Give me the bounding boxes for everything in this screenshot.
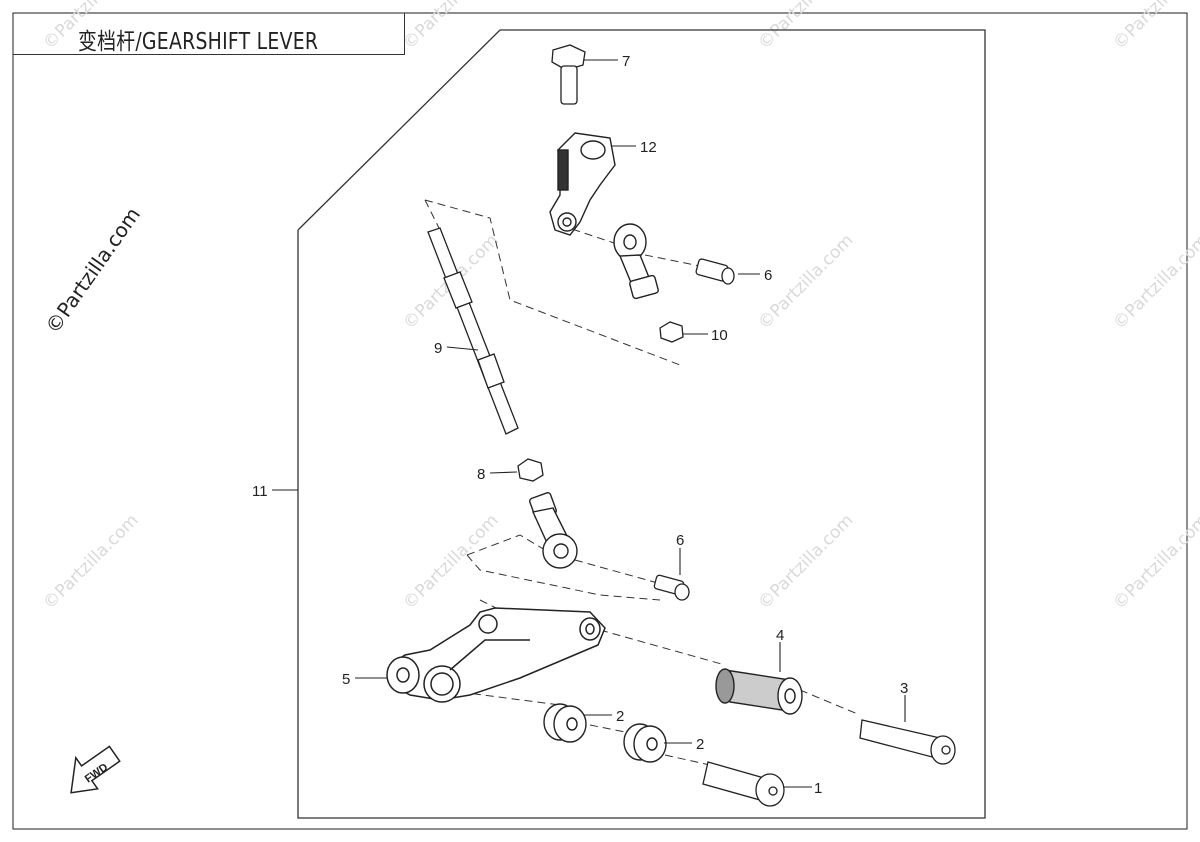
callout-9: 9 [434, 340, 442, 357]
watermark: ©Partzilla.com [39, 510, 142, 613]
part-washer-2b [623, 723, 667, 763]
callout-4: 4 [776, 627, 784, 644]
watermark: ©Partzilla.com [39, 0, 142, 54]
part-pin-1 [702, 761, 785, 807]
part-bolt-6-upper [695, 258, 735, 285]
callout-10: 10 [711, 327, 728, 344]
part-washer-2a [543, 703, 587, 743]
callout-6-lower: 6 [676, 532, 684, 549]
assembly-boundary [297, 29, 986, 819]
watermark: ©Partzilla.com [399, 0, 502, 54]
part-bolt-3 [859, 719, 956, 765]
watermark: ©Partzilla.com [754, 510, 857, 613]
callout-12: 12 [640, 139, 657, 156]
page-frame [12, 12, 1188, 830]
leader-lines [272, 59, 906, 788]
fwd-arrow-icon: FWD [70, 745, 121, 794]
title-box [13, 13, 405, 55]
callout-8: 8 [477, 466, 485, 483]
callout-6-upper: 6 [764, 267, 772, 284]
part-bolt-7 [551, 44, 586, 105]
part-bolt-6-lower [653, 574, 690, 601]
rod-end-upper [613, 223, 659, 300]
part-sleeve-4 [715, 668, 803, 715]
callout-2b: 2 [696, 736, 704, 753]
watermark-large: ©Partzilla.com [40, 203, 145, 338]
callout-7: 7 [622, 53, 630, 70]
callout-11: 11 [252, 483, 268, 500]
callout-2a: 2 [616, 708, 624, 725]
callout-1: 1 [814, 780, 822, 797]
watermark: ©Partzilla.com [399, 510, 502, 613]
part-nut-10 [659, 321, 684, 343]
part-lever-5 [386, 607, 606, 703]
part-shift-arm-12 [549, 132, 616, 236]
part-shift-rod-9 [427, 227, 519, 435]
watermark: ©Partzilla.com [754, 0, 857, 54]
part-nut-8 [517, 458, 544, 482]
callout-5: 5 [342, 671, 350, 688]
diagram-title: 变档杆/GEARSHIFT LEVER [78, 29, 319, 55]
watermark-grid: ©Partzilla.com ©Partzilla.com ©Partzilla… [39, 0, 1200, 614]
rod-end-lower [529, 492, 578, 569]
callout-3: 3 [900, 680, 908, 697]
